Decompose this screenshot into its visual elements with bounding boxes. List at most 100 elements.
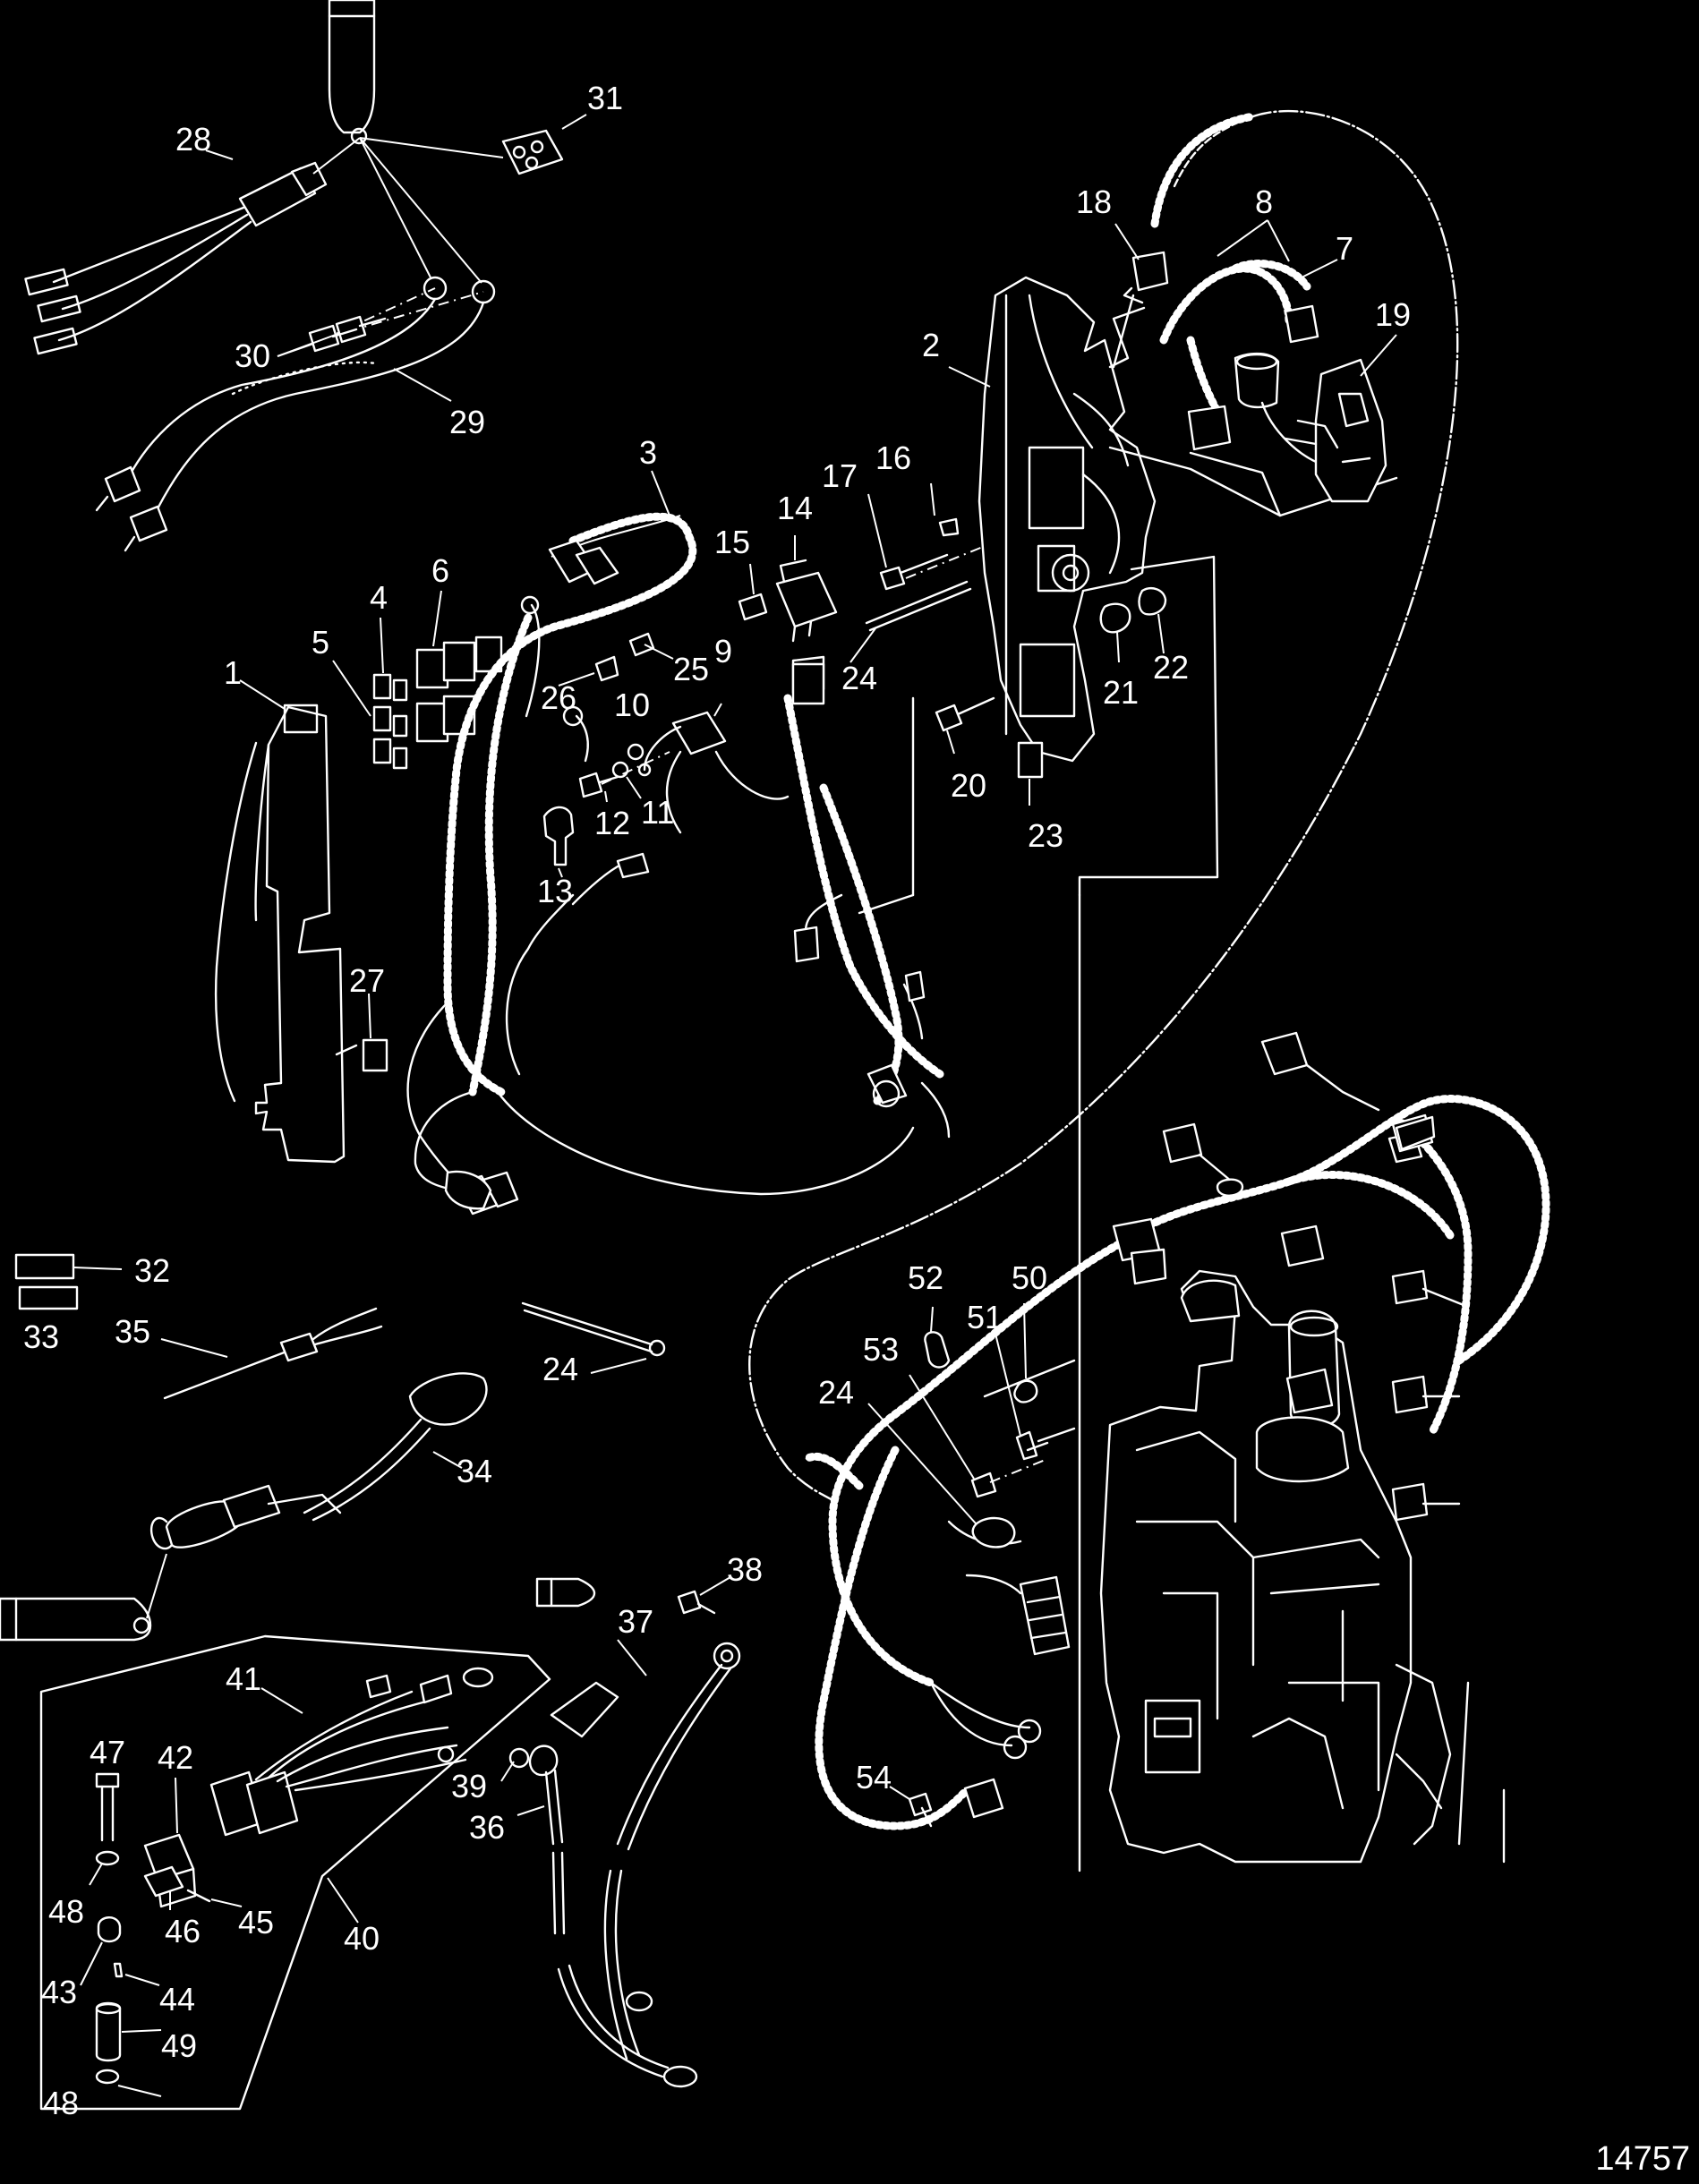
bracket-1 [214, 679, 388, 1164]
sealant-tube-left: 6 [0, 1553, 167, 1642]
callout-16: 16 [875, 439, 911, 476]
callout-33: 33 [23, 1318, 59, 1355]
callout-27: 27 [349, 962, 385, 999]
tie-24 [521, 1301, 666, 1374]
engine-block [1099, 1269, 1506, 1864]
callout-1: 1 [224, 654, 242, 691]
callout-45: 45 [238, 1904, 274, 1941]
harness-7-8 [1150, 112, 1338, 467]
callout-39: 39 [451, 1768, 487, 1804]
relay-9 [637, 703, 790, 834]
callout-38: 38 [727, 1551, 763, 1588]
bolts-16-17-24 [850, 482, 995, 663]
callout-14: 14 [777, 490, 813, 526]
labels-32-33 [14, 1253, 123, 1310]
callout-26: 26 [541, 679, 576, 716]
vertical-guide [983, 893, 1081, 1873]
callout-43: 43 [41, 1974, 77, 2010]
callout-17: 17 [822, 457, 858, 494]
bracket-19 [1189, 334, 1397, 517]
callout-41: 41 [226, 1660, 261, 1697]
screw-54 [889, 1786, 933, 1828]
harness-3 [414, 470, 915, 1216]
engine-harness [801, 1095, 1550, 1830]
callout-47: 47 [90, 1734, 125, 1770]
kit-40-outline [39, 1634, 551, 2111]
callout-9: 9 [714, 633, 732, 670]
engine-connectors [1112, 1031, 1470, 1522]
callout-10: 10 [614, 687, 650, 723]
callout-12: 12 [594, 805, 630, 841]
callout-labels: 1 2 3 4 5 6 7 8 9 10 11 12 13 14 15 16 1… [23, 80, 1411, 2121]
relays-6 [415, 590, 503, 743]
harness-28 [24, 137, 361, 355]
clamps-50-53 [867, 1302, 1049, 1548]
cable-34 [149, 1372, 488, 1550]
callout-20: 20 [951, 767, 986, 804]
callout-15: 15 [714, 524, 750, 560]
fuses-4-5 [332, 617, 408, 770]
callout-24-lower: 24 [818, 1374, 854, 1411]
callout-40: 40 [344, 1920, 380, 1957]
callout-48: 48 [48, 1893, 84, 1930]
harness-branch-right [783, 655, 951, 1139]
bracket-46-45 [143, 1865, 243, 1910]
battery-cable [557, 1642, 741, 2088]
figure-number: 14757 [1595, 2140, 1690, 2178]
callout-19: 19 [1375, 296, 1411, 333]
harness-29 [95, 137, 496, 552]
callout-5: 5 [312, 624, 329, 661]
callout-44: 44 [159, 1981, 195, 2018]
callout-28: 28 [175, 121, 211, 158]
connector-18 [1112, 223, 1169, 369]
cable-39 [500, 1747, 530, 1782]
callout-6: 6 [431, 552, 449, 589]
cable-13-bulb [406, 852, 650, 1210]
parts-20-21-22-23 [935, 587, 1167, 806]
callout-42: 42 [158, 1739, 193, 1776]
callout-49: 49 [161, 2027, 197, 2064]
callout-23: 23 [1028, 817, 1063, 854]
tube-37: 6 6 [535, 1577, 647, 1738]
callout-35: 35 [115, 1313, 150, 1350]
callout-13: 13 [537, 873, 573, 909]
screw-38 [677, 1576, 731, 1615]
callout-48-lower: 48 [43, 2085, 79, 2121]
tube-label: 6 [36, 1610, 47, 1634]
connector-31 [359, 114, 587, 175]
callout-50: 50 [1012, 1259, 1047, 1296]
callout-32: 32 [134, 1252, 170, 1289]
callout-22: 22 [1153, 649, 1189, 686]
terminal-13 [542, 806, 575, 878]
bolt-47-washers-48 [89, 1772, 162, 2097]
callout-25: 25 [673, 651, 709, 687]
tube-label: 6 [585, 1696, 597, 1720]
callout-36: 36 [469, 1809, 505, 1846]
callout-24-middle: 24 [542, 1351, 578, 1387]
sensor-35 [160, 1307, 383, 1400]
callout-11: 11 [641, 794, 674, 831]
callout-53: 53 [863, 1331, 899, 1368]
screws-30 [277, 287, 484, 357]
callout-7: 7 [1336, 230, 1353, 267]
callout-3: 3 [639, 434, 657, 471]
panel-2 [948, 276, 1157, 763]
leader-40 [327, 1877, 359, 1924]
callout-29: 29 [449, 404, 485, 440]
cable-36 [517, 1745, 566, 1935]
sealant-tube-top: 6 [328, 0, 376, 145]
callout-37: 37 [618, 1603, 653, 1640]
relay-14 [775, 535, 838, 705]
tube-label: 6 [559, 1582, 570, 1606]
callout-30: 30 [235, 337, 270, 374]
loop-cable [748, 109, 1459, 1502]
callout-51: 51 [967, 1299, 1003, 1335]
callout-8: 8 [1255, 183, 1273, 220]
callout-52: 52 [908, 1259, 943, 1296]
nut-43-44-spacer-49 [80, 1916, 162, 2062]
callout-24: 24 [841, 660, 877, 696]
callout-54: 54 [856, 1759, 892, 1796]
grommets-25-26 [558, 632, 674, 763]
harness-41 [209, 1667, 494, 1837]
